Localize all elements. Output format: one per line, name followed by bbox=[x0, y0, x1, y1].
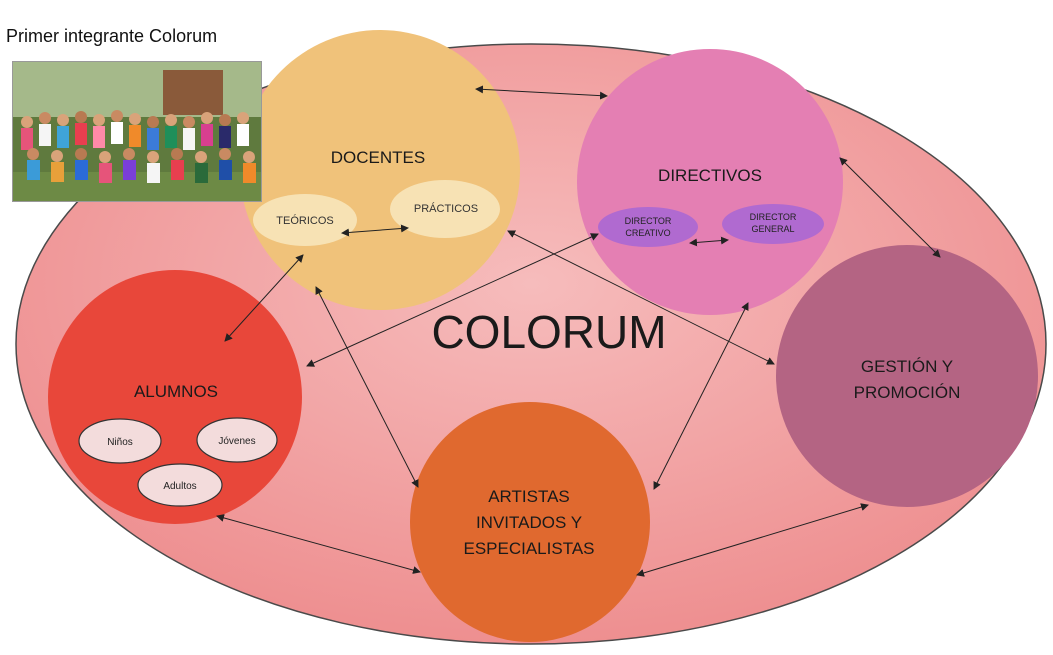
jovenes-bubble bbox=[196, 417, 278, 463]
adultos-bubble bbox=[137, 463, 223, 507]
director-creativo-label-2: CREATIVO bbox=[625, 228, 670, 238]
director-general-label-2: GENERAL bbox=[751, 224, 794, 234]
director-creativo-label-1: DIRECTOR bbox=[625, 216, 672, 226]
director-general-label-1: DIRECTOR bbox=[750, 212, 797, 222]
gestion-title-2: PROMOCIÓN bbox=[854, 383, 961, 402]
arrow-docentes-alumnos bbox=[224, 254, 304, 342]
gestion-title-1: GESTIÓN Y bbox=[861, 357, 953, 376]
arrow-directivos-gestion bbox=[839, 157, 941, 258]
director-creativo-bubble bbox=[598, 207, 698, 247]
gestion-circle bbox=[776, 245, 1038, 507]
artistas-title-1: ARTISTAS bbox=[488, 487, 570, 506]
arrow-directivos-artistas bbox=[653, 302, 749, 490]
adultos-label: Adultos bbox=[163, 481, 196, 492]
photo-caption: Primer integrante Colorum bbox=[6, 26, 218, 46]
teoricos-bubble bbox=[253, 194, 357, 246]
ninos-bubble bbox=[78, 418, 162, 464]
teoricos-label: TEÓRICOS bbox=[276, 214, 333, 227]
artistas-circle bbox=[410, 402, 650, 642]
people-crowd bbox=[21, 110, 256, 183]
center-title: COLORUM bbox=[431, 306, 666, 358]
arrow-artistas-gestion bbox=[636, 503, 869, 577]
docentes-title: DOCENTES bbox=[331, 148, 425, 167]
artistas-title-3: ESPECIALISTAS bbox=[463, 539, 594, 558]
directivos-title: DIRECTIVOS bbox=[658, 166, 762, 185]
artistas-title-2: INVITADOS Y bbox=[476, 513, 582, 532]
arrow-alumnos-artistas bbox=[216, 514, 421, 574]
connector-arrows bbox=[216, 85, 941, 577]
group-photo bbox=[12, 61, 262, 202]
docentes-circle bbox=[240, 30, 520, 310]
arrow-docentes-directivos bbox=[475, 85, 608, 100]
jovenes-label: Jóvenes bbox=[218, 436, 255, 447]
practicos-label: PRÁCTICOS bbox=[414, 202, 478, 215]
ninos-label: Niños bbox=[107, 437, 133, 448]
arrow-docentes-artistas bbox=[315, 286, 419, 488]
alumnos-title: ALUMNOS bbox=[134, 382, 218, 401]
practicos-bubble bbox=[390, 180, 500, 238]
arrow-teoricos-practicos bbox=[341, 224, 409, 237]
